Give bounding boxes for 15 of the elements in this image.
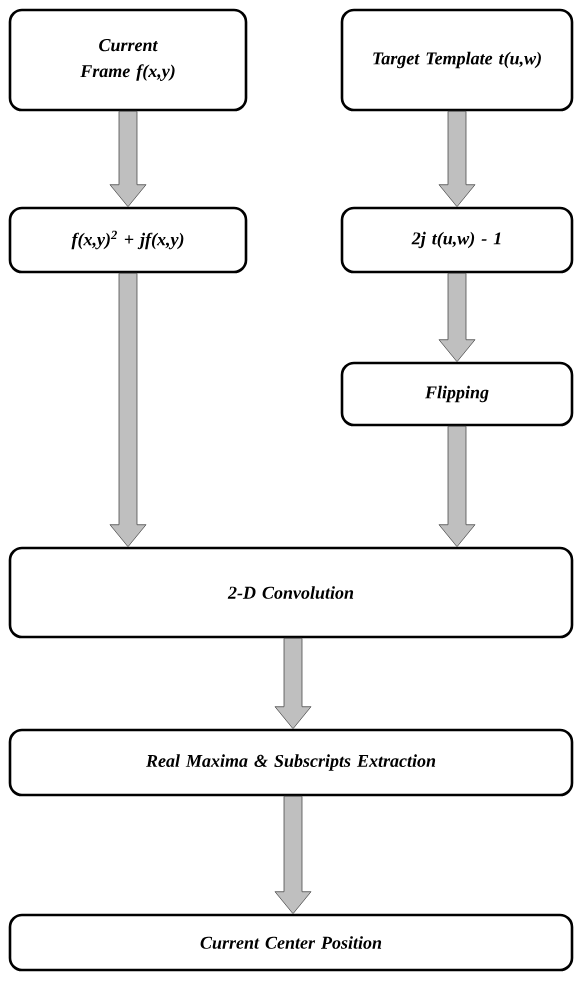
process-box: Current Frame f(x,y) [8,8,248,112]
block-arrow [438,272,476,363]
process-box: Flipping [340,361,574,427]
process-box: 2-D Convolution [8,546,574,639]
process-box: Target Template t(u,w) [340,8,574,112]
block-arrow [274,795,312,915]
process-box: f(x,y)$^{2}$ + jf(x,y) [8,206,248,274]
block-arrow [438,110,476,208]
process-box: Current Center Position [8,913,574,972]
block-arrow [109,272,147,548]
block-arrow [274,637,312,730]
block-arrow [438,425,476,548]
process-box: Real Maxima & Subscripts Extraction [8,728,574,797]
process-box: 2j t(u,w) - 1 [340,206,574,274]
block-arrow [109,110,147,208]
